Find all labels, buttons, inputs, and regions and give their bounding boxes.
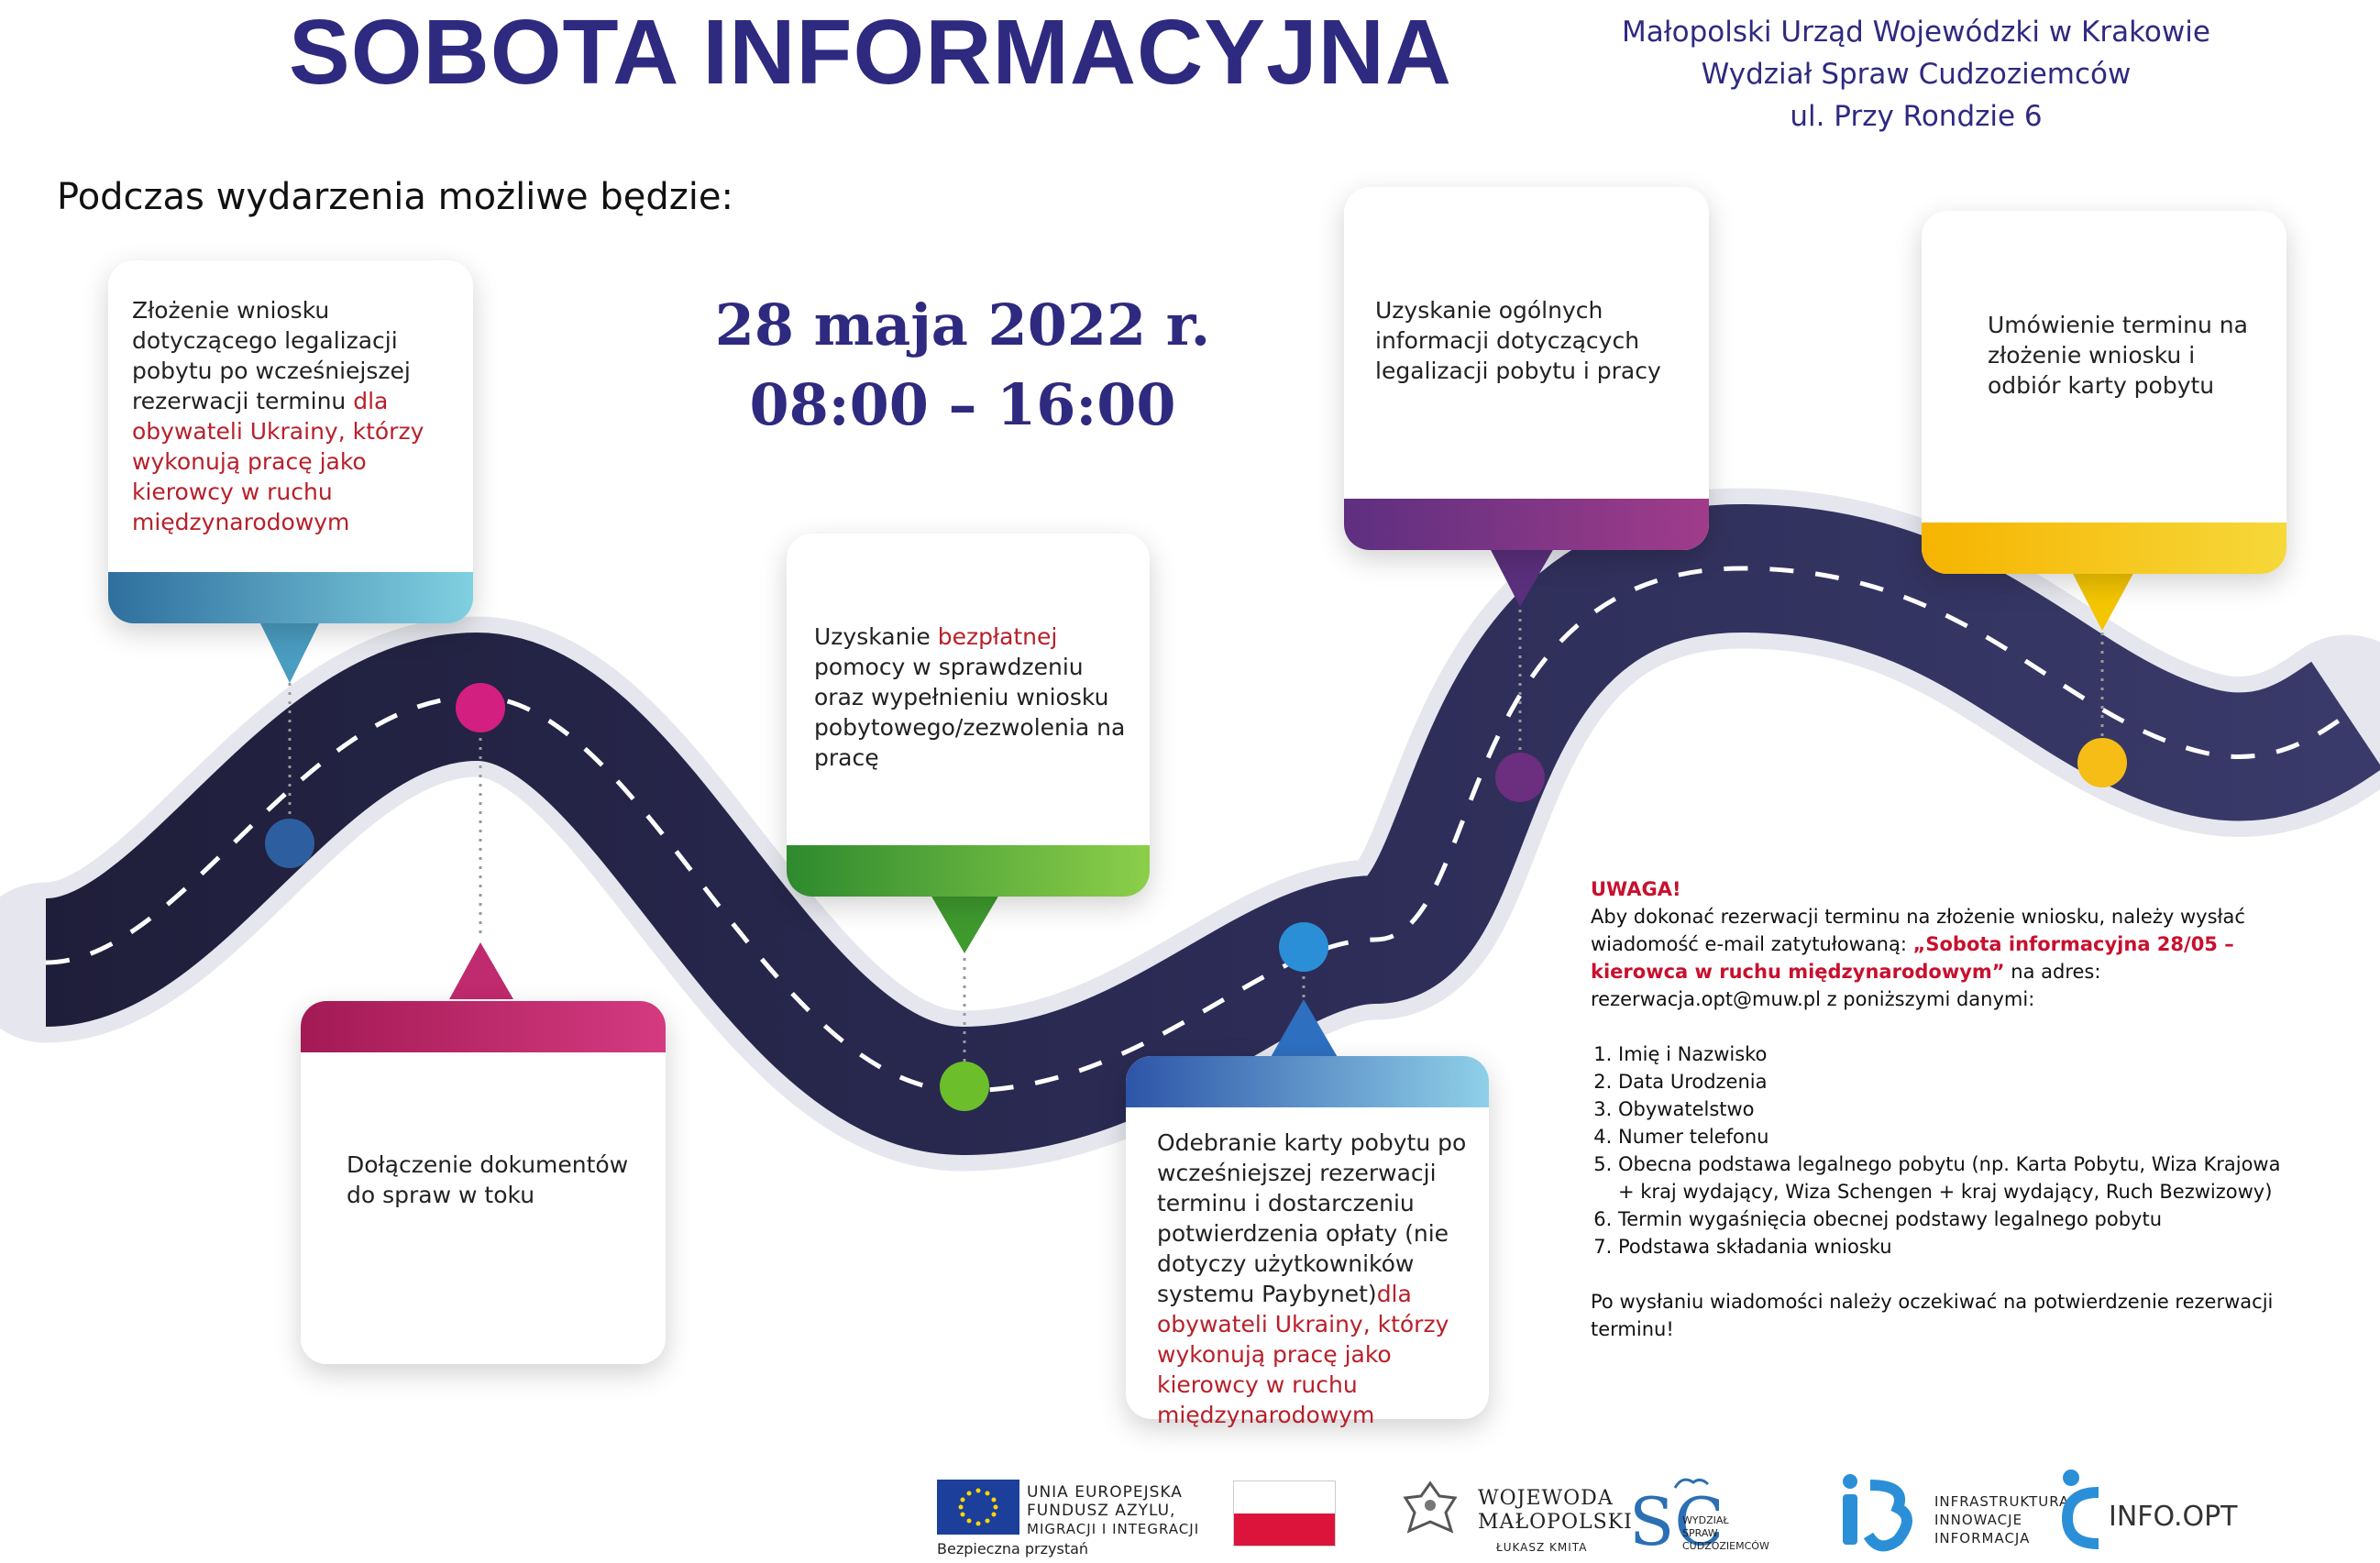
card5-text: Uzyskanie ogólnych informacji dotyczącyc…	[1375, 297, 1661, 384]
eu-line3: MIGRACJI I INTEGRACJI	[1027, 1521, 1200, 1537]
notice-item: Termin wygaśnięcia obecnej podstawy lega…	[1618, 1205, 2287, 1233]
event-date: 28 maja 2022 r.	[714, 292, 1211, 358]
notice-item: Data Urodzenia	[1618, 1068, 2287, 1095]
notice-intro-pre: Aby dokonać rezerwacji terminu na złożen…	[1591, 906, 2245, 955]
eu-caption: Bezpieczna przystań	[937, 1540, 1089, 1557]
pin-purple	[1495, 753, 1545, 802]
wojewoda-name: ŁUKASZ KMITA	[1496, 1541, 1588, 1554]
card3-band	[787, 845, 1150, 897]
card3-text-post: pomocy w sprawdzeniu oraz wypełnieniu wn…	[814, 654, 1126, 771]
info-opt-text: INFO.OPT	[2109, 1501, 2238, 1533]
wojewoda-line1: WOJEWODA	[1478, 1487, 1614, 1510]
pin-green	[940, 1062, 989, 1111]
card1-pointer	[259, 620, 321, 683]
notice-item: Numer telefonu	[1618, 1123, 2287, 1150]
iii-line1: INFRASTRUKTURA	[1934, 1493, 2070, 1510]
card2-text: Dołączenie dokumentów do spraw w toku	[347, 1151, 629, 1208]
card2-pointer	[449, 942, 513, 999]
notice-intro-post: na adres: rezerwacja.opt@muw.pl z poniżs…	[1591, 961, 2101, 1010]
sc-logo-icon: SC	[1629, 1478, 1719, 1558]
card-general-info: Uzyskanie ogólnych informacji dotyczącyc…	[1344, 187, 1709, 550]
card4-pointer	[1270, 999, 1339, 1059]
notice-heading: UWAGA!	[1591, 878, 1681, 900]
notice-subject: „Sobota informacyjna 28/05 – kierowca w …	[1591, 933, 2234, 983]
card5-pointer	[1490, 548, 1554, 607]
card-submit-application: Złożenie wniosku dotyczącego legalizacji…	[108, 260, 473, 623]
event-time: 08:00 – 16:00	[749, 371, 1176, 438]
notice-box: UWAGA! Aby dokonać rezerwacji terminu na…	[1591, 875, 2287, 1343]
notice-item: Obywatelstwo	[1618, 1095, 2287, 1123]
card3-highlight: bezpłatnej	[937, 623, 1058, 650]
pin-light-blue	[1279, 922, 1328, 972]
pin-yellow	[2077, 738, 2127, 787]
card1-band	[108, 572, 473, 623]
office-name: Małopolski Urząd Wojewódzki w Krakowie	[1622, 16, 2210, 49]
wojewoda-line2: MAŁOPOLSKI	[1478, 1511, 1633, 1534]
card6-text: Umówienie terminu na złożenie wniosku i …	[1988, 312, 2248, 399]
notice-item: Imię i Nazwisko	[1618, 1040, 2287, 1068]
sc-text: WYDZIAŁ SPRAW CUDZOZIEMCÓW	[1682, 1514, 1769, 1552]
eu-line1: UNIA EUROPEJSKA	[1027, 1483, 1183, 1502]
card6-pointer	[2070, 568, 2136, 631]
card-appointment: Umówienie terminu na złożenie wniosku i …	[1922, 211, 2286, 574]
card1-highlight: dla obywateli Ukrainy, którzy wykonują p…	[132, 388, 424, 535]
eu-stars-icon	[958, 1488, 998, 1526]
pin-magenta	[456, 683, 505, 732]
card3-text-pre: Uzyskanie	[814, 623, 938, 650]
card4-band	[1126, 1056, 1489, 1107]
office-department: Wydział Spraw Cudzoziemców	[1701, 58, 2132, 91]
notice-list: Imię i Nazwisko Data Urodzenia Obywatels…	[1591, 1040, 2287, 1260]
card-attach-documents: Dołączenie dokumentów do spraw w toku	[301, 1001, 666, 1364]
card4-highlight: dla obywateli Ukrainy, którzy wykonują p…	[1157, 1281, 1449, 1428]
card6-band	[1922, 523, 2286, 574]
notice-intro: Aby dokonać rezerwacji terminu na złożen…	[1591, 903, 2287, 1013]
notice-item: Obecna podstawa legalnego pobytu (np. Ka…	[1618, 1150, 2287, 1205]
intro-text: Podczas wydarzenia możliwe będzie:	[57, 176, 733, 218]
card1-text: Złożenie wniosku dotyczącego legalizacji…	[132, 297, 411, 414]
card4-text: Odebranie karty pobytu po wcześniejszej …	[1157, 1129, 1467, 1307]
card5-band	[1344, 499, 1709, 550]
polish-flag	[1233, 1480, 1336, 1546]
eu-flag	[937, 1480, 1019, 1535]
iii-line3: INFORMACJA	[1934, 1530, 2031, 1546]
card2-band	[301, 1001, 666, 1052]
page-title: SOBOTA INFORMACYJNA	[289, 1, 1452, 104]
notice-closing: Po wysłaniu wiadomości należy oczekiwać …	[1591, 1291, 2274, 1340]
card-residence-card-pickup: Odebranie karty pobytu po wcześniejszej …	[1126, 1056, 1489, 1428]
card-free-help: Uzyskanie bezpłatnej pomocy w sprawdzeni…	[787, 534, 1150, 897]
info-opt-logo-icon	[2061, 1469, 2099, 1549]
notice-item: Podstawa składania wniosku	[1618, 1233, 2287, 1260]
office-address: ul. Przy Rondzie 6	[1790, 100, 2043, 133]
iii-logo-icon	[1843, 1474, 1912, 1552]
iii-line2: INNOWACJE	[1934, 1512, 2023, 1528]
pin-blue-dark	[265, 819, 314, 868]
eagle-emblem-icon	[1403, 1480, 1458, 1534]
svg-text:SC: SC	[1629, 1483, 1719, 1558]
eu-line2: FUNDUSZ AZYLU,	[1027, 1502, 1176, 1520]
card3-pointer	[931, 895, 999, 953]
